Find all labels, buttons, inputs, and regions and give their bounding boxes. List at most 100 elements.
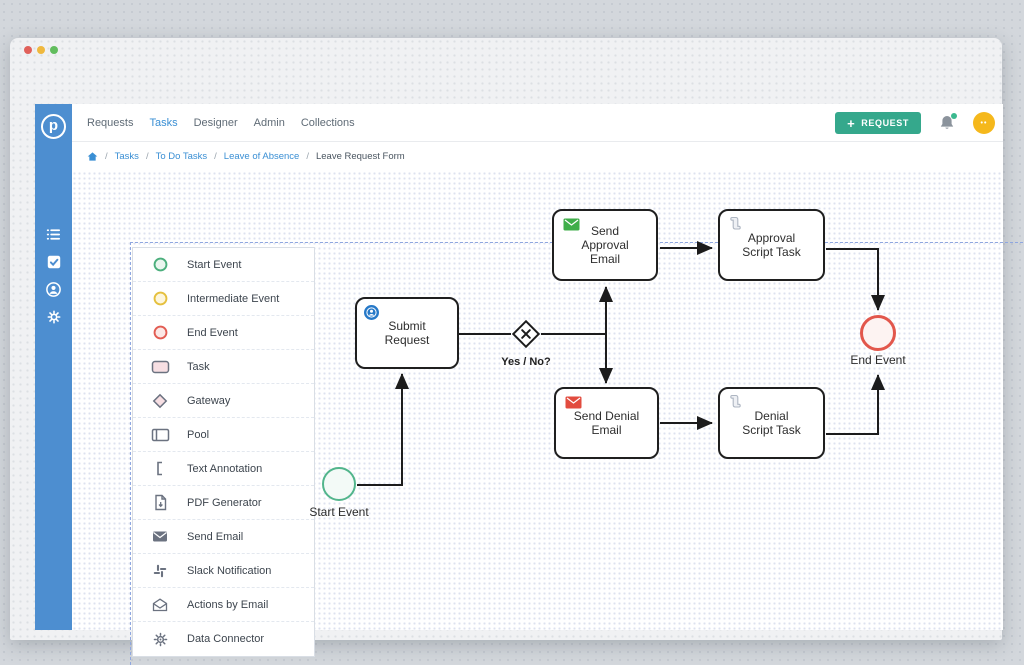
nav-item-collections[interactable]: Collections xyxy=(300,116,355,129)
palette-item-slack-notification[interactable]: Slack Notification xyxy=(133,554,314,588)
palette-label: Pool xyxy=(187,428,210,441)
nav-item-tasks[interactable]: Tasks xyxy=(149,116,178,129)
notification-badge xyxy=(951,113,957,119)
submit-request-task-node[interactable]: Submit Request xyxy=(355,297,459,369)
palette-item-send-email[interactable]: Send Email xyxy=(133,520,314,554)
intermediate-event-circle-icon xyxy=(133,290,187,307)
left-icon-rail: p xyxy=(35,104,72,630)
admin-user-icon[interactable] xyxy=(44,280,63,299)
user-avatar[interactable]: •• xyxy=(973,112,995,134)
palette-label: Intermediate Event xyxy=(187,292,280,305)
approval-email-icon xyxy=(563,218,580,231)
element-palette: Start Event Intermediate Event End Event xyxy=(132,247,315,657)
palette-label: Task xyxy=(187,360,210,373)
nav-item-admin[interactable]: Admin xyxy=(253,116,285,129)
pool-icon xyxy=(133,427,187,443)
palette-item-end-event[interactable]: End Event xyxy=(133,316,314,350)
send-approval-email-task-node[interactable]: Send Approval Email xyxy=(552,209,658,281)
requests-list-icon[interactable] xyxy=(44,225,63,244)
breadcrumb-todo-tasks[interactable]: To Do Tasks xyxy=(155,151,208,162)
breadcrumb-separator: / xyxy=(145,151,149,162)
breadcrumb-tasks[interactable]: Tasks xyxy=(114,151,139,162)
task-label: Send Approval Email xyxy=(581,224,629,266)
start-event-circle-icon xyxy=(133,256,187,273)
close-window-button[interactable] xyxy=(24,46,32,54)
end-event-node[interactable] xyxy=(860,315,896,351)
breadcrumb: / Tasks / To Do Tasks / Leave of Absence… xyxy=(72,142,1003,171)
palette-label: Send Email xyxy=(187,530,244,543)
breadcrumb-separator: / xyxy=(214,151,217,162)
palette-item-pdf-generator[interactable]: PDF Generator xyxy=(133,486,314,520)
top-navigation-bar: Requests Tasks Designer Admin Collection… xyxy=(72,104,1003,142)
tasks-checkbox-icon[interactable] xyxy=(44,252,63,271)
palette-label: Start Event xyxy=(187,258,242,271)
notifications-bell[interactable] xyxy=(938,113,957,132)
gateway-label: Yes / No? xyxy=(501,356,551,368)
breadcrumb-current-page: Leave Request Form xyxy=(315,151,405,162)
user-task-icon xyxy=(364,305,379,320)
browser-window: p xyxy=(10,38,1024,665)
plus-icon: + xyxy=(847,115,856,131)
palette-item-start-event[interactable]: Start Event xyxy=(133,248,314,282)
home-icon[interactable] xyxy=(87,151,98,162)
breadcrumb-separator: / xyxy=(105,151,108,162)
send-denial-email-task-node[interactable]: Send Denial Email xyxy=(554,387,659,459)
breadcrumb-leave-of-absence[interactable]: Leave of Absence xyxy=(223,151,300,162)
task-rect-icon xyxy=(133,359,187,375)
data-connector-gear-icon xyxy=(133,631,187,648)
palette-item-gateway[interactable]: Gateway xyxy=(133,384,314,418)
actions-by-email-envelope-icon xyxy=(133,597,187,613)
zoom-window-button[interactable] xyxy=(50,46,58,54)
palette-label: End Event xyxy=(187,326,238,339)
exclusive-gateway-node[interactable] xyxy=(511,319,541,349)
palette-item-actions-by-email[interactable]: Actions by Email xyxy=(133,588,314,622)
palette-label: Gateway xyxy=(187,394,231,407)
breadcrumb-separator: / xyxy=(306,151,309,162)
main-nav: Requests Tasks Designer Admin Collection… xyxy=(87,117,355,129)
user-icon xyxy=(46,282,61,297)
palette-item-text-annotation[interactable]: Text Annotation xyxy=(133,452,314,486)
start-event-node[interactable] xyxy=(322,467,356,501)
nav-item-designer[interactable]: Designer xyxy=(193,116,238,129)
denial-script-task-node[interactable]: Denial Script Task xyxy=(718,387,825,459)
bell-icon xyxy=(940,116,954,129)
nav-item-requests[interactable]: Requests xyxy=(87,116,134,129)
task-label: Send Denial Email xyxy=(573,409,640,437)
approval-script-task-node[interactable]: Approval Script Task xyxy=(718,209,825,281)
gateway-x-icon xyxy=(521,329,531,339)
gear-icon xyxy=(47,310,60,323)
palette-item-intermediate-event[interactable]: Intermediate Event xyxy=(133,282,314,316)
palette-label: Actions by Email xyxy=(187,598,269,611)
palette-item-data-connector[interactable]: Data Connector xyxy=(133,622,314,656)
palette-label: PDF Generator xyxy=(187,496,262,509)
bpmn-canvas[interactable]: Start Event Intermediate Event End Event xyxy=(72,171,1024,665)
end-event-label: End Event xyxy=(850,353,906,367)
script-task-icon xyxy=(730,216,741,230)
gateway-diamond-icon xyxy=(133,392,187,410)
send-email-envelope-icon xyxy=(133,529,187,544)
palette-item-pool[interactable]: Pool xyxy=(133,418,314,452)
palette-label: Slack Notification xyxy=(187,564,272,577)
request-button-label: REQUEST xyxy=(861,118,909,128)
processmaker-logo[interactable]: p xyxy=(41,114,66,139)
checkbox-icon xyxy=(47,255,60,268)
list-icon xyxy=(46,229,61,240)
task-label: Denial Script Task xyxy=(742,409,801,437)
task-label: Approval Script Task xyxy=(742,231,801,259)
task-label: Submit Request xyxy=(384,319,430,347)
window-controls xyxy=(24,46,58,54)
pdf-generator-icon xyxy=(133,494,187,511)
settings-gear-icon[interactable] xyxy=(44,307,63,326)
new-request-button[interactable]: + REQUEST xyxy=(835,112,921,134)
minimize-window-button[interactable] xyxy=(37,46,45,54)
start-event-label: Start Event xyxy=(309,505,369,519)
palette-label: Data Connector xyxy=(187,633,265,645)
palette-item-task[interactable]: Task xyxy=(133,350,314,384)
denial-email-icon xyxy=(565,396,582,409)
script-task-icon xyxy=(730,394,741,408)
header-actions: + REQUEST •• xyxy=(835,104,995,142)
end-event-circle-icon xyxy=(133,324,187,341)
slack-icon xyxy=(133,563,187,579)
palette-label: Text Annotation xyxy=(187,462,263,475)
